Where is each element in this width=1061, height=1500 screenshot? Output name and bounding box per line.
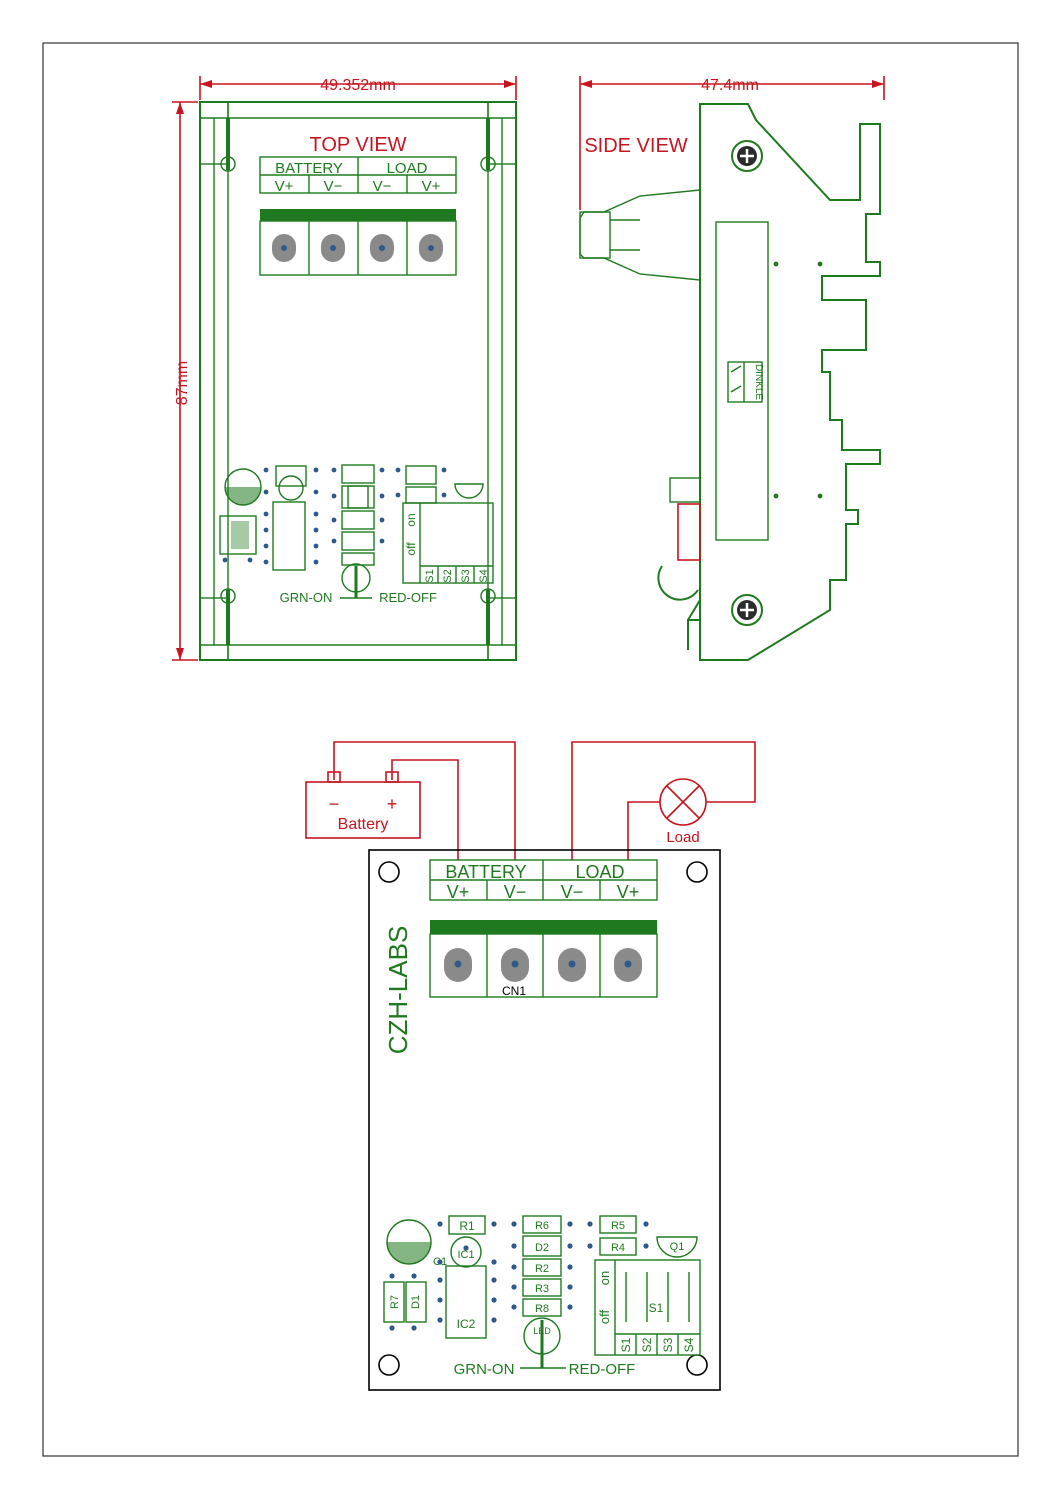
- r7-label: R7: [389, 1295, 401, 1309]
- top-terminal-label: V−: [373, 178, 392, 195]
- dip-switch: [402, 502, 494, 584]
- r3-label: R3: [535, 1283, 549, 1295]
- dimension-height-label: 87mm: [174, 361, 191, 405]
- pcb-terminal-labels: BATTERY LOAD V+ V− V− V+: [429, 859, 658, 902]
- top-components: on off S1 S2 S3 S4 GRN-ON RED-OFF: [219, 464, 494, 605]
- dimension-width: 49.352mm: [199, 76, 517, 100]
- pcb-terminal-label: V−: [504, 882, 527, 902]
- pcb-switch-label: S4: [682, 1337, 696, 1352]
- dinkle-brand: DINKLE: [753, 364, 764, 400]
- s1-label: S1: [649, 1301, 664, 1315]
- mounting-hole: [686, 861, 708, 883]
- q1-icon: [656, 1236, 698, 1258]
- side-housing: DINKLE: [579, 103, 881, 661]
- r1-label: R1: [459, 1219, 475, 1233]
- pcb-switch-label: S3: [661, 1337, 675, 1352]
- pcb-load-header: LOAD: [575, 862, 624, 882]
- pcb-layout: CZH-LABS BATTERY LOAD V+ V− V− V+: [368, 849, 721, 1391]
- q1-label: Q1: [670, 1241, 685, 1253]
- dimension-width-label: 49.352mm: [320, 77, 396, 94]
- mounting-hole: [686, 1354, 708, 1376]
- screw-icon: [731, 140, 763, 172]
- top-terminal-label: V+: [275, 178, 294, 195]
- top-led-legend-right: RED-OFF: [379, 590, 437, 605]
- pcb-switch-on-label: on: [597, 1271, 612, 1285]
- top-led-legend-left: GRN-ON: [280, 590, 333, 605]
- dimension-height: 87mm: [172, 101, 198, 661]
- dinkle-logo: DINKLE: [727, 361, 764, 403]
- top-terminal-block: [259, 209, 457, 276]
- pcb-brand: CZH-LABS: [383, 926, 413, 1055]
- mounting-hole: [378, 1354, 400, 1376]
- ic2-icon: [445, 1265, 487, 1339]
- top-switch-label: S1: [424, 569, 436, 582]
- pcb-battery-header: BATTERY: [445, 862, 526, 882]
- wiring-diagram: − + Battery Load: [305, 741, 756, 860]
- d1-label: D1: [410, 1295, 422, 1309]
- pcb-terminal-block: CN1: [429, 920, 658, 998]
- r5-label: R5: [611, 1220, 625, 1232]
- r4-label: R4: [611, 1242, 625, 1254]
- top-switch-label: S2: [442, 569, 454, 582]
- pcb-terminal-label: V−: [561, 882, 584, 902]
- r8-label: R8: [535, 1303, 549, 1315]
- dimension-side-width: 47.4mm: [579, 76, 885, 210]
- top-load-header: LOAD: [387, 160, 428, 177]
- top-switch-label: S3: [460, 569, 472, 582]
- top-switch-on-label: on: [404, 513, 418, 526]
- transistor-icon: [454, 483, 484, 499]
- r2-label: R2: [535, 1263, 549, 1275]
- top-switch-label: S4: [478, 569, 490, 582]
- pcb-switch-off-label: off: [597, 1310, 612, 1325]
- dip-switch: [594, 1259, 701, 1356]
- dimension-side-width-label: 47.4mm: [701, 77, 759, 94]
- pcb-led-legend-left: GRN-ON: [454, 1361, 515, 1378]
- lamp-icon: Load: [659, 778, 707, 846]
- side-view: 47.4mm SIDE VIEW: [579, 76, 885, 661]
- top-terminal-label: V−: [324, 178, 343, 195]
- d2-label: D2: [535, 1242, 549, 1254]
- battery-icon: − + Battery: [305, 771, 421, 839]
- r6-label: R6: [535, 1220, 549, 1232]
- pcb-led-legend-right: RED-OFF: [569, 1361, 636, 1378]
- pcb-terminal-label: V+: [447, 882, 470, 902]
- ic2-label: IC2: [457, 1317, 476, 1331]
- top-view: 49.352mm 87mm: [172, 76, 517, 661]
- connector-ref: CN1: [502, 984, 526, 998]
- ic1-icon: [450, 1236, 482, 1268]
- load-label: Load: [666, 829, 699, 846]
- screw-icon: [731, 594, 763, 626]
- pcb-terminal-label: V+: [617, 882, 640, 902]
- pcb-switch-label: S2: [640, 1337, 654, 1352]
- pcb-components: C1 R7 D1 R1 IC1 IC2 R6 D2 R2 R3 R8: [383, 1215, 701, 1378]
- battery-plus-label: +: [387, 794, 398, 814]
- sheet-frame: [42, 42, 1019, 1457]
- top-terminal-labels: BATTERY LOAD V+ V− V− V+: [259, 156, 457, 195]
- pcb-switch-label: S1: [619, 1337, 633, 1352]
- battery-label: Battery: [338, 816, 389, 833]
- ic1-label: IC1: [457, 1249, 474, 1261]
- top-switch-off-label: off: [404, 542, 418, 556]
- side-view-title: SIDE VIEW: [584, 135, 687, 157]
- top-view-title: TOP VIEW: [309, 134, 406, 156]
- mounting-hole: [378, 861, 400, 883]
- battery-minus-label: −: [329, 794, 340, 814]
- top-terminal-label: V+: [422, 178, 441, 195]
- ic-icon: [272, 501, 306, 571]
- top-housing: [199, 101, 517, 661]
- pcb-outline: [368, 849, 721, 1391]
- top-battery-header: BATTERY: [275, 160, 343, 177]
